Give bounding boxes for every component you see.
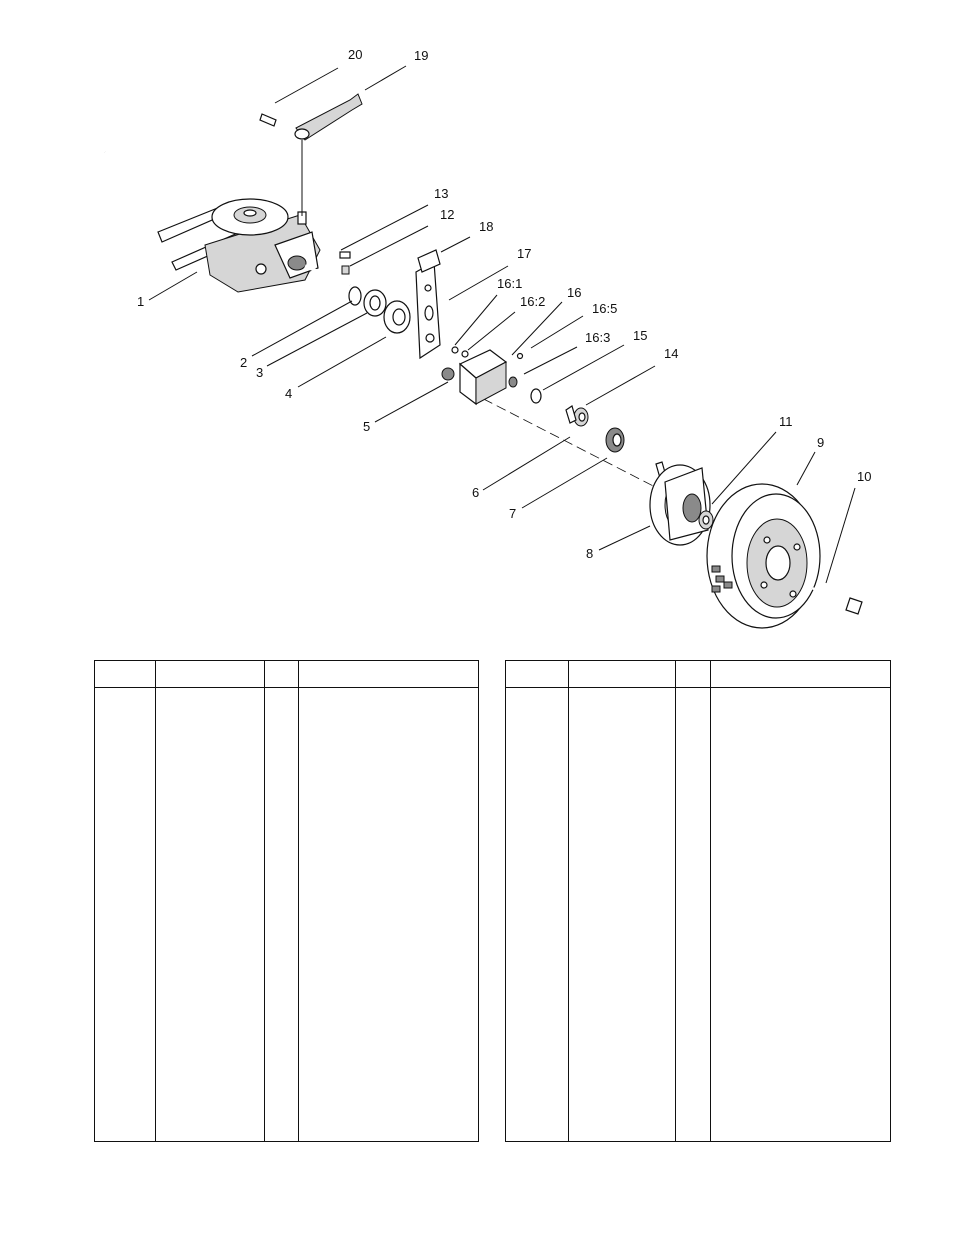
part-2-snap-ring (348, 286, 362, 306)
parts-table-left-col-1 (155, 661, 156, 1141)
callout-6: 6 (472, 485, 479, 500)
callout-16: 16 (567, 285, 581, 300)
part-9-wheel (706, 483, 821, 629)
callout-8: 8 (586, 546, 593, 561)
callout-10: 10 (857, 469, 871, 484)
part-14-bushing (573, 407, 589, 427)
callout-5: 5 (363, 419, 370, 434)
part-12-13-key (339, 251, 351, 275)
callout-3: 3 (256, 365, 263, 380)
part-19-lever (294, 93, 363, 216)
callout-19: 19 (414, 48, 428, 63)
parts-table-left (94, 660, 479, 1142)
part-10-bolt (811, 586, 863, 615)
parts-table-left-header (95, 661, 478, 688)
parts-table-left-col-2 (264, 661, 265, 1141)
callout-15: 15 (633, 328, 647, 343)
callout-16-3: 16:3 (585, 330, 610, 345)
parts-table-right-col-3 (710, 661, 711, 1141)
callout-2: 2 (240, 355, 247, 370)
part-8-hub-cover (649, 464, 711, 546)
parts-table-right-col-1 (568, 661, 569, 1141)
callout-16-2: 16:2 (520, 294, 545, 309)
callout-17: 17 (517, 246, 531, 261)
callout-18: 18 (479, 219, 493, 234)
parts-table-right-col-2 (675, 661, 676, 1141)
part-17-plate (415, 261, 441, 360)
parts-table-right-header (506, 661, 890, 688)
callout-16-1: 16:1 (497, 276, 522, 291)
part-4-spacer (383, 300, 411, 334)
part-1-gearbox-assembly (103, 149, 351, 293)
callout-20: 20 (348, 47, 362, 62)
parts-table-left-col-3 (298, 661, 299, 1141)
part-3-washer (363, 289, 387, 317)
callout-4: 4 (285, 386, 292, 401)
callout-16-5: 16:5 (592, 301, 617, 316)
callout-14: 14 (664, 346, 678, 361)
part-15-washer (530, 388, 542, 404)
callout-13: 13 (434, 186, 448, 201)
part-6-e-clip (565, 405, 577, 424)
callout-9: 9 (817, 435, 824, 450)
callout-12: 12 (440, 207, 454, 222)
callout-7: 7 (509, 506, 516, 521)
leader-lines (148, 65, 856, 584)
callout-11: 11 (779, 414, 793, 429)
exploded-parts-diagram: 20 19 13 12 18 17 16:1 16:2 16 16:5 16:3… (103, 47, 871, 629)
part-18-clip (417, 249, 441, 273)
part-20-pin (259, 113, 277, 127)
parts-table-right (505, 660, 891, 1142)
callout-1: 1 (137, 294, 144, 309)
part-16-bracket (441, 346, 524, 406)
part-7-pinion-gear (605, 427, 667, 479)
part-11-nut (698, 510, 714, 530)
